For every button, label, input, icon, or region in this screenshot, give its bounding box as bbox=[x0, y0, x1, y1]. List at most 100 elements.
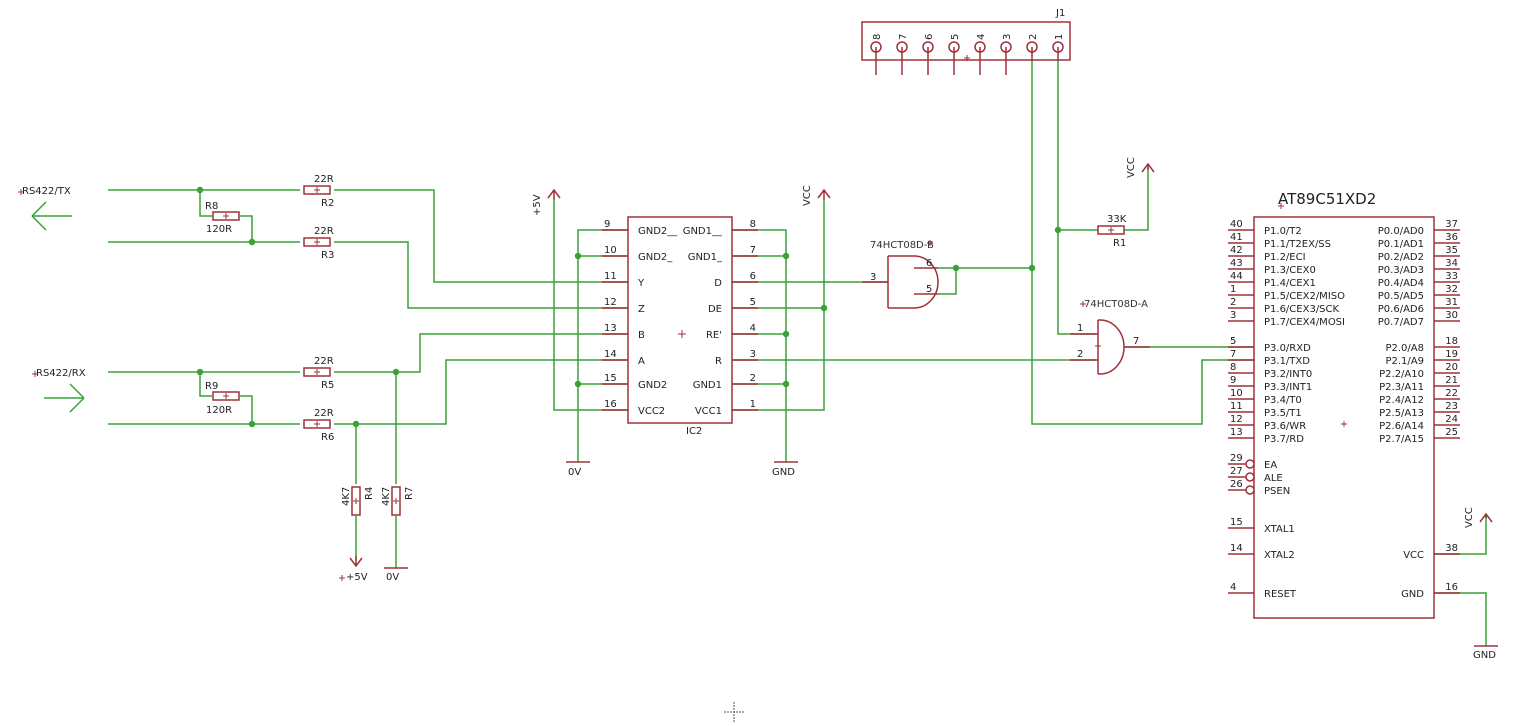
pin-label: ALE bbox=[1264, 473, 1283, 484]
pin-label: GND1__ bbox=[683, 226, 723, 237]
svg-text:GND: GND bbox=[772, 467, 795, 478]
pin-number: 11 bbox=[1230, 401, 1243, 412]
svg-text:+5V: +5V bbox=[532, 194, 543, 216]
pin-number: 1 bbox=[1230, 284, 1236, 295]
mcu-left-pins: 40P1.0/T241P1.1/T2EX/SS42P1.2/ECI43P1.3/… bbox=[1228, 219, 1345, 600]
pin: 9P3.3/INT1 bbox=[1228, 375, 1312, 393]
pin-label: R bbox=[715, 356, 722, 367]
pin-label: XTAL2 bbox=[1264, 550, 1295, 561]
svg-text:22R: 22R bbox=[314, 226, 334, 237]
pin-label: RE' bbox=[706, 330, 722, 341]
pin-number: 2 bbox=[750, 373, 756, 384]
pin-label: P3.2/INT0 bbox=[1264, 369, 1312, 380]
connector-pin: 7 bbox=[896, 34, 909, 75]
pin-number: 5 bbox=[750, 297, 756, 308]
pin-label: P0.2/AD2 bbox=[1378, 252, 1424, 263]
pin-number: 4 bbox=[1230, 582, 1236, 593]
pin-number: 40 bbox=[1230, 219, 1243, 230]
mcu-at89c51xd2: AT89C51XD2 40P1.0/T241P1.1/T2EX/SS42P1.2… bbox=[1228, 190, 1460, 619]
supply-plus5v-top: +5V bbox=[532, 188, 561, 216]
resistor-r3: 22R R3 bbox=[303, 226, 334, 261]
pin: 14A bbox=[602, 349, 645, 367]
pin-number: 11 bbox=[604, 271, 617, 282]
pin-label: Z bbox=[638, 304, 645, 315]
pin-label: GND1 bbox=[693, 380, 722, 391]
svg-text:1: 1 bbox=[1054, 34, 1065, 40]
pin-label: GND1_ bbox=[688, 252, 723, 263]
svg-text:3: 3 bbox=[1002, 34, 1013, 40]
svg-text:R8: R8 bbox=[205, 201, 218, 212]
pin-label: P1.7/CEX4/MOSI bbox=[1264, 317, 1345, 328]
pin-label: GND bbox=[1401, 589, 1424, 600]
pin-label: GND2 bbox=[638, 380, 667, 391]
ground-gnd-ic2: GND bbox=[772, 461, 798, 478]
port-label: RS422/RX bbox=[36, 368, 86, 379]
svg-text:VCC: VCC bbox=[1126, 157, 1137, 178]
svg-text:120R: 120R bbox=[206, 405, 232, 416]
pin: 6D bbox=[714, 271, 758, 289]
pin-label: P3.0/RXD bbox=[1264, 343, 1311, 354]
pin-number: 44 bbox=[1230, 271, 1243, 282]
ic2-name: IC2 bbox=[686, 426, 702, 437]
gate-74hct08d-b: 74HCT08D-B 3 6 5 bbox=[862, 240, 939, 309]
pin: 4RE' bbox=[706, 323, 758, 341]
port-label: RS422/TX bbox=[22, 186, 71, 197]
svg-text:5: 5 bbox=[950, 34, 961, 40]
svg-text:33K: 33K bbox=[1107, 214, 1127, 225]
supply-vcc-r1: VCC bbox=[1126, 157, 1155, 178]
pin-label: P3.3/INT1 bbox=[1264, 382, 1312, 393]
pin-label: P0.6/AD6 bbox=[1378, 304, 1424, 315]
connector-pin: 2 bbox=[1026, 34, 1039, 60]
pin: 3P1.7/CEX4/MOSI bbox=[1228, 310, 1345, 328]
pin-number: 31 bbox=[1445, 297, 1458, 308]
connector-pin: 3 bbox=[1000, 34, 1013, 75]
svg-text:4K7: 4K7 bbox=[341, 487, 352, 506]
gate-74hct08d-a: 74HCT08D-A 1 2 7 bbox=[1070, 299, 1150, 375]
ground-0v-bottom: 0V bbox=[384, 567, 408, 583]
svg-text:5: 5 bbox=[926, 284, 932, 295]
svg-text:6: 6 bbox=[926, 258, 932, 269]
svg-text:0V: 0V bbox=[568, 467, 581, 478]
supply-vcc-ic2: VCC bbox=[802, 185, 831, 206]
svg-text:0V: 0V bbox=[386, 572, 399, 583]
pin-number: 38 bbox=[1445, 543, 1458, 554]
pin-label: P1.0/T2 bbox=[1264, 226, 1302, 237]
pin-label: P2.2/A10 bbox=[1379, 369, 1424, 380]
pin-label: P2.7/A15 bbox=[1379, 434, 1424, 445]
mcu-name: AT89C51XD2 bbox=[1278, 190, 1376, 208]
resistor-r6: 22R R6 bbox=[303, 408, 334, 443]
pin-number: 12 bbox=[604, 297, 617, 308]
pin-number: 10 bbox=[604, 245, 617, 256]
pin-label: P1.4/CEX1 bbox=[1264, 278, 1316, 289]
svg-text:120R: 120R bbox=[206, 224, 232, 235]
pin: 5DE bbox=[708, 297, 758, 315]
pin-number: 30 bbox=[1445, 310, 1458, 321]
pin-label: P2.5/A13 bbox=[1379, 408, 1424, 419]
connector-name: J1 bbox=[1055, 8, 1065, 19]
svg-text:22R: 22R bbox=[314, 356, 334, 367]
svg-text:R5: R5 bbox=[321, 380, 334, 391]
svg-text:R2: R2 bbox=[321, 198, 334, 209]
pin-number: 12 bbox=[1230, 414, 1243, 425]
connector-pin: 5 bbox=[948, 34, 961, 75]
